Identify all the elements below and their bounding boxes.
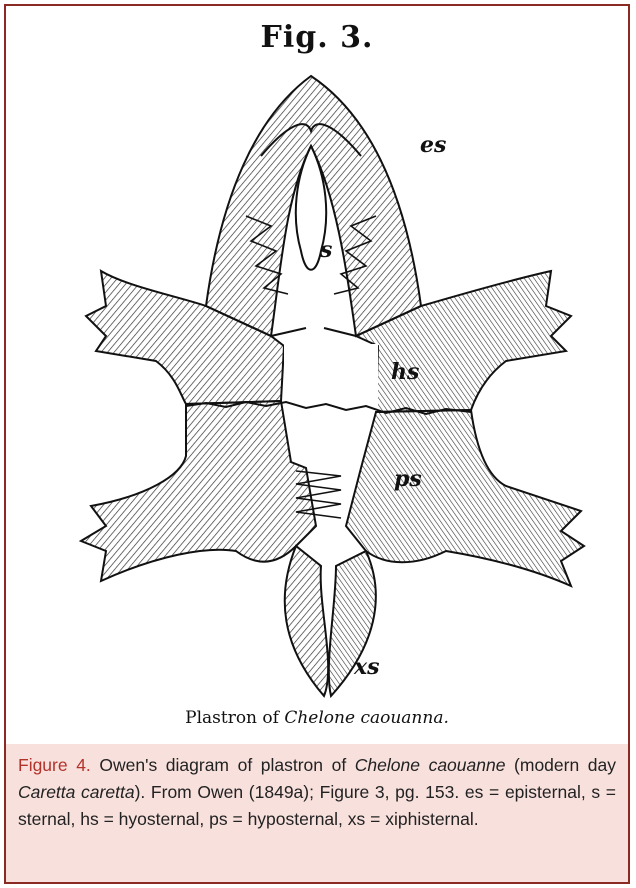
caption-species-new: Caretta caretta bbox=[18, 782, 135, 802]
figure-image: Fig. 3. bbox=[6, 6, 628, 744]
episternal-bone bbox=[206, 76, 421, 336]
figure-plate-caption: Plastron of Chelone caouanna. bbox=[6, 708, 628, 728]
central-fontanelle bbox=[284, 344, 378, 462]
figure-caption: Figure 4. Owen's diagram of plastron of … bbox=[6, 744, 628, 882]
figure-frame: Fig. 3. bbox=[4, 4, 630, 884]
figure-caption-label: Figure 4. bbox=[18, 755, 91, 775]
plastron-drawing: es s hs ps xs bbox=[6, 6, 628, 744]
label-ps: ps bbox=[394, 466, 422, 492]
caption-text-1: Owen's diagram of plastron of bbox=[91, 755, 355, 775]
plate-caption-species: Chelone caouanna. bbox=[284, 708, 449, 728]
left-hyposternal bbox=[81, 401, 316, 581]
right-hyposternal bbox=[346, 410, 584, 586]
label-hs: hs bbox=[391, 359, 419, 385]
label-s: s bbox=[319, 237, 332, 263]
label-xs: xs bbox=[353, 654, 380, 680]
plate-caption-prefix: Plastron of bbox=[185, 708, 284, 728]
caption-species-old: Chelone caouanne bbox=[355, 755, 506, 775]
caption-text-2: (modern day bbox=[505, 755, 616, 775]
label-es: es bbox=[420, 132, 446, 158]
